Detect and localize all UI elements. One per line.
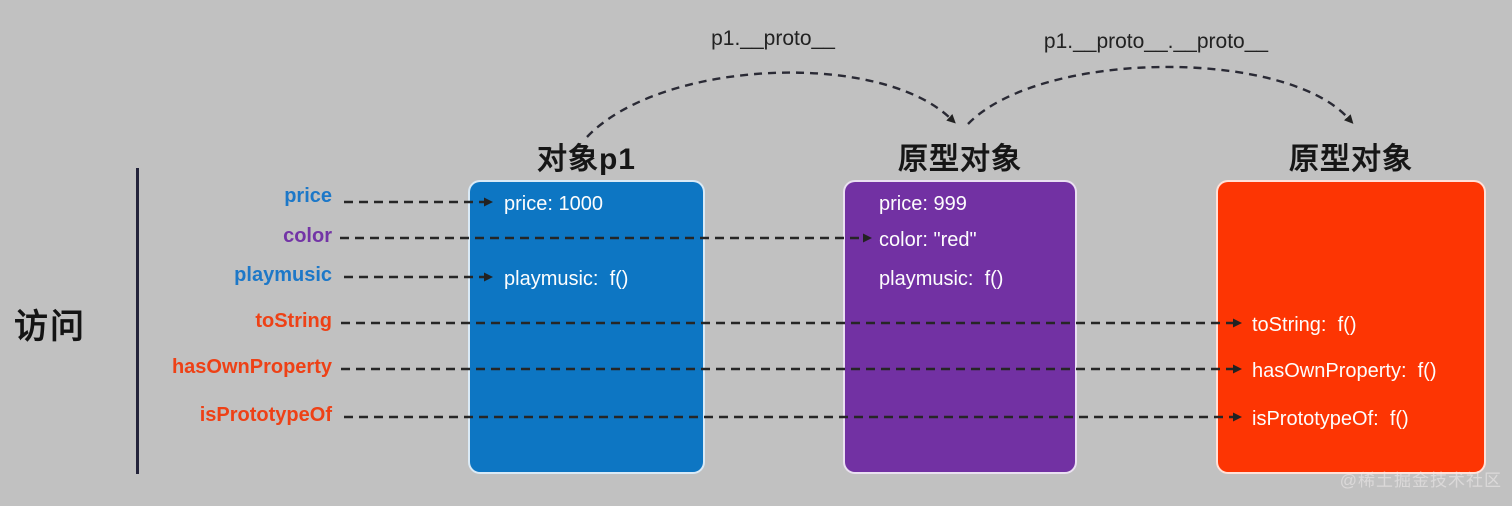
proto-arrow-1	[586, 71, 956, 138]
proto-link-label-2: p1.__proto__.__proto__	[1043, 30, 1269, 53]
object-p1-title: 对象p1	[536, 143, 636, 176]
property-label-playmusic: playmusic	[234, 264, 332, 286]
object-p1-box: price: 1000 playmusic: f()	[468, 180, 705, 474]
entry-playmusic-fn-proto: playmusic: f()	[879, 268, 1004, 290]
property-label-hasownproperty: hasOwnProperty	[171, 356, 332, 378]
top-prototype-object-title: 原型对象	[1289, 143, 1413, 176]
watermark: @稀土掘金技术社区	[1339, 471, 1502, 490]
top-prototype-object-box: toString: f() hasOwnProperty: f() isProt…	[1216, 180, 1486, 474]
entry-color-red: color: "red"	[879, 229, 977, 251]
property-label-color: color	[283, 225, 332, 247]
prototype-object-box: price: 999 color: "red" playmusic: f()	[843, 180, 1077, 474]
access-divider-line	[136, 168, 139, 474]
entry-playmusic-fn: playmusic: f()	[504, 268, 629, 290]
property-label-isprototypeof: isPrototypeOf	[199, 404, 332, 426]
prototype-object-title: 原型对象	[898, 143, 1022, 176]
entry-hasownproperty-fn: hasOwnProperty: f()	[1252, 360, 1437, 382]
proto-link-label-1: p1.__proto__	[711, 27, 835, 50]
access-label: 访问	[14, 308, 86, 346]
property-label-tostring: toString	[255, 310, 332, 332]
property-label-price: price	[284, 185, 332, 207]
entry-isprototypeof-fn: isPrototypeOf: f()	[1252, 408, 1409, 430]
entry-price-1000: price: 1000	[504, 193, 603, 215]
entry-tostring-fn: toString: f()	[1252, 314, 1357, 336]
entry-price-999: price: 999	[879, 193, 967, 215]
proto-arrow-2	[967, 65, 1354, 125]
